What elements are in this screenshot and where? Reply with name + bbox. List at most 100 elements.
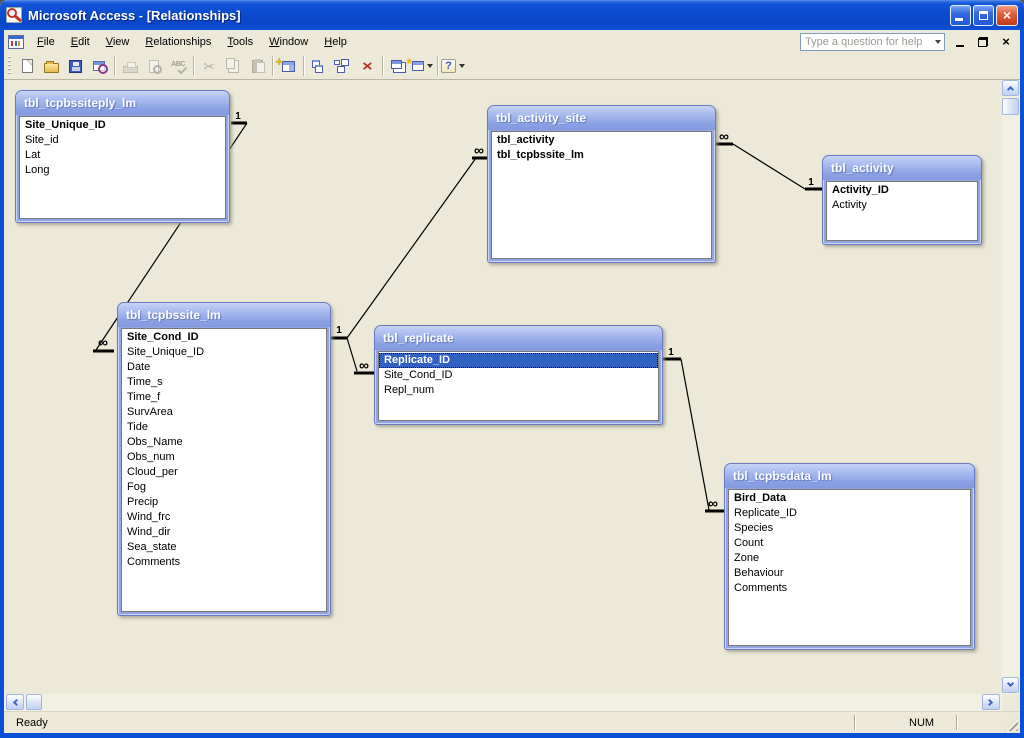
all-relationships-button[interactable]: [331, 55, 355, 77]
horizontal-scrollbar[interactable]: [4, 694, 1002, 711]
field-tbl_activity[interactable]: tbl_activity: [497, 134, 555, 146]
field-tbl_tcpbssite_lm[interactable]: tbl_tcpbssite_lm: [497, 149, 584, 161]
field-Replicate_ID[interactable]: Replicate_ID: [734, 507, 797, 519]
field-Site_Unique_ID[interactable]: Site_Unique_ID: [25, 119, 106, 131]
window-border-right: [1020, 30, 1024, 738]
menu-relationships[interactable]: Relationships: [145, 35, 212, 48]
field-Activity_ID[interactable]: Activity_ID: [832, 184, 889, 196]
field-Cloud_per[interactable]: Cloud_per: [127, 466, 178, 478]
scroll-up-button[interactable]: [1002, 80, 1019, 96]
horizontal-scroll-thumb[interactable]: [26, 694, 42, 710]
field-Behaviour[interactable]: Behaviour: [734, 567, 784, 579]
field-Precip[interactable]: Precip: [127, 496, 159, 508]
toolbar-separator: [303, 56, 304, 76]
field-Tide[interactable]: Tide: [127, 421, 148, 433]
statusbar-divider: [854, 715, 855, 730]
minimize-button[interactable]: [950, 4, 971, 26]
menu-help[interactable]: Help: [324, 35, 347, 48]
menu-tools[interactable]: Tools: [227, 35, 254, 48]
field-Time_s[interactable]: Time_s: [127, 376, 163, 388]
table-title[interactable]: tbl_replicate: [375, 326, 662, 350]
field-Zone[interactable]: Zone: [734, 552, 760, 564]
field-Site_Unique_ID[interactable]: Site_Unique_ID: [127, 346, 205, 358]
table-tbl_activity_site: tbl_activity_site tbl_activity tbl_tcpbssi…: [487, 105, 716, 263]
mdi-restore-button[interactable]: [975, 34, 991, 49]
new-button[interactable]: [15, 55, 39, 77]
maximize-button[interactable]: [973, 4, 994, 26]
database-window-button[interactable]: [386, 55, 410, 77]
help-icon: ?: [441, 59, 456, 73]
close-button[interactable]: ×: [996, 4, 1018, 26]
relationships-window-icon[interactable]: [8, 34, 24, 49]
file-search-button[interactable]: [87, 55, 111, 77]
field-Site_id[interactable]: Site_id: [25, 134, 59, 146]
field-Date[interactable]: Date: [127, 361, 151, 373]
field-Obs_num[interactable]: Obs_num: [127, 451, 175, 463]
field-Time_f[interactable]: Time_f: [127, 391, 161, 403]
field-Long[interactable]: Long: [25, 164, 50, 176]
mdi-close-button[interactable]: ×: [1002, 34, 1010, 49]
field-Activity[interactable]: Activity: [832, 199, 867, 211]
field-Comments[interactable]: Comments: [734, 582, 788, 594]
all-relationships-icon: [334, 59, 340, 65]
field-Comments[interactable]: Comments: [127, 556, 181, 568]
field-Count[interactable]: Count: [734, 537, 764, 549]
field-Wind_frc[interactable]: Wind_frc: [127, 511, 171, 523]
toolbar-grip[interactable]: [8, 56, 11, 76]
chevron-down-icon[interactable]: [935, 39, 941, 44]
field-Lat[interactable]: Lat: [25, 149, 41, 161]
relationship-tbl_tcpbssite_lm--tbl_activity_site[interactable]: 1∞: [331, 142, 488, 340]
table-title[interactable]: tbl_activity_site: [488, 106, 715, 130]
chevron-down-icon[interactable]: [459, 64, 465, 68]
resize-grip-icon[interactable]: [1004, 717, 1018, 731]
direct-relationships-button[interactable]: [307, 55, 331, 77]
spelling-icon: ABC: [171, 61, 185, 72]
help-button[interactable]: ?: [441, 55, 465, 77]
relationship-tbl_tcpbssite_lm--tbl_replicate[interactable]: ∞: [346, 337, 375, 375]
open-button[interactable]: [39, 55, 63, 77]
field-Bird_Data[interactable]: Bird_Data: [734, 492, 786, 504]
new-object-button[interactable]: [407, 55, 434, 77]
relationship-tbl_replicate--tbl_tcpbsdata_lm[interactable]: 1∞: [663, 347, 724, 513]
cardinality-many-label: ∞: [359, 357, 369, 373]
field-Wind_dir[interactable]: Wind_dir: [127, 526, 171, 538]
clear-layout-button[interactable]: ×: [355, 55, 379, 77]
help-search-input[interactable]: [800, 32, 945, 51]
table-title[interactable]: tbl_activity: [823, 156, 981, 180]
field-Obs_Name[interactable]: Obs_Name: [127, 436, 183, 448]
field-Fog[interactable]: Fog: [127, 481, 146, 493]
field-Repl_num[interactable]: Repl_num: [384, 384, 435, 396]
mdi-minimize-button[interactable]: [952, 34, 968, 49]
vertical-scrollbar[interactable]: [1002, 80, 1020, 694]
field-Sea_state[interactable]: Sea_state: [127, 541, 177, 553]
menu-view[interactable]: View: [105, 35, 130, 48]
scroll-down-button[interactable]: [1002, 677, 1019, 693]
field-SurvArea[interactable]: SurvArea: [127, 406, 173, 418]
field-Replicate_ID[interactable]: Replicate_ID: [379, 353, 658, 368]
save-button[interactable]: [63, 55, 87, 77]
table-title[interactable]: tbl_tcpbssiteply_lm: [16, 91, 229, 115]
show-table-button[interactable]: [276, 55, 300, 77]
chevron-down-icon[interactable]: [426, 64, 433, 68]
table-title[interactable]: tbl_tcpbsdata_lm: [725, 464, 974, 488]
menu-edit[interactable]: Edit: [70, 35, 90, 48]
cardinality-many-label: ∞: [708, 495, 718, 511]
vertical-scroll-thumb[interactable]: [1002, 98, 1019, 115]
toolbar-separator: [437, 56, 438, 76]
field-Site_Cond_ID[interactable]: Site_Cond_ID: [127, 331, 199, 343]
clear-layout-icon: ×: [361, 57, 373, 75]
field-Site_Cond_ID[interactable]: Site_Cond_ID: [384, 369, 453, 381]
cardinality-many-label: ∞: [98, 334, 108, 350]
relationship-tbl_activity_site--tbl_activity[interactable]: ∞1: [716, 128, 822, 191]
scroll-left-button[interactable]: [6, 694, 24, 710]
scroll-right-button[interactable]: [982, 694, 1000, 710]
table-title[interactable]: tbl_tcpbssite_lm: [118, 303, 330, 327]
copy-icon: [225, 57, 235, 69]
titlebar: Microsoft Access - [Relationships] ×: [0, 0, 1024, 30]
menu-window[interactable]: Window: [269, 35, 309, 48]
menu-file[interactable]: File: [37, 35, 55, 48]
field-Species[interactable]: Species: [734, 522, 774, 534]
